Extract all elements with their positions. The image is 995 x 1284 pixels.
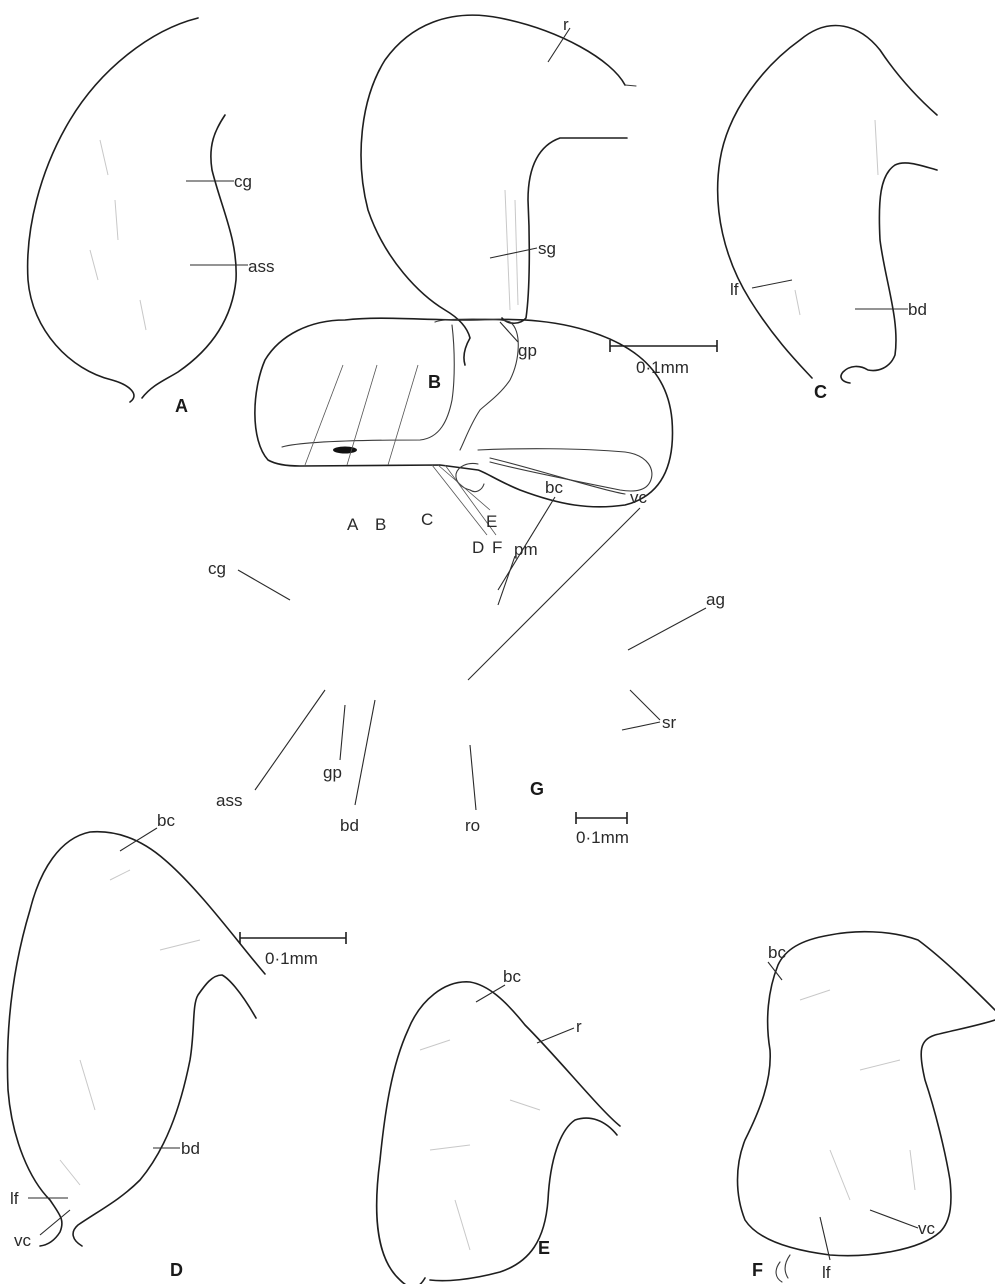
panel-f: bc vc lf F bbox=[738, 932, 995, 1282]
scale-label-middle: 0·1mm bbox=[576, 828, 629, 847]
label-g-vc: vc bbox=[630, 488, 648, 507]
label-g-ass: ass bbox=[216, 791, 242, 810]
panel-label-b: B bbox=[428, 372, 441, 392]
leader-b-gp bbox=[500, 322, 518, 342]
label-d-bd: bd bbox=[181, 1139, 200, 1158]
label-d-lf: lf bbox=[10, 1189, 19, 1208]
label-d-vc: vc bbox=[14, 1231, 32, 1250]
label-f-lf: lf bbox=[822, 1263, 831, 1282]
label-b-r: r bbox=[563, 15, 569, 34]
section-line-c bbox=[388, 365, 418, 465]
label-c-lf: lf bbox=[730, 280, 739, 299]
section-marker-e: E bbox=[486, 512, 497, 531]
scale-bar-middle: 0·1mm bbox=[576, 812, 629, 847]
panel-g-bursa bbox=[435, 319, 518, 450]
label-b-sg: sg bbox=[538, 239, 556, 258]
panel-label-a: A bbox=[175, 396, 188, 416]
label-g-ag: ag bbox=[706, 590, 725, 609]
label-e-bc: bc bbox=[503, 967, 521, 986]
panel-d: bc bd lf vc D bbox=[7, 811, 265, 1280]
panel-c-inner-edge bbox=[841, 163, 937, 383]
label-g-sr: sr bbox=[662, 713, 677, 732]
leader-f-vc bbox=[870, 1210, 918, 1228]
label-g-ro: ro bbox=[465, 816, 480, 835]
panel-label-f: F bbox=[752, 1260, 763, 1280]
panel-e: bc r E bbox=[377, 967, 620, 1284]
leader-g-pm bbox=[498, 556, 515, 605]
panel-g-seminal-receptacle bbox=[478, 449, 652, 491]
panel-g-genital-pore bbox=[333, 447, 357, 454]
panel-label-g: G bbox=[530, 779, 544, 799]
panel-c: lf bd C bbox=[718, 26, 937, 402]
leader-g-sr-1 bbox=[630, 690, 660, 720]
panel-f-outline bbox=[738, 932, 995, 1256]
section-marker-d: D bbox=[472, 538, 484, 557]
section-line-b bbox=[347, 365, 377, 465]
leader-f-bc bbox=[768, 962, 782, 980]
panel-e-inner-edge bbox=[430, 1118, 617, 1281]
label-g-bd: bd bbox=[340, 816, 359, 835]
label-g-cg: cg bbox=[208, 559, 226, 578]
panel-e-outline bbox=[377, 982, 620, 1284]
panel-b-outline bbox=[361, 15, 625, 365]
scale-bar-top: 0·1mm bbox=[610, 340, 717, 377]
panel-g-ro bbox=[456, 463, 484, 491]
panel-b: r sg gp B bbox=[361, 15, 636, 392]
label-a-cg: cg bbox=[234, 172, 252, 191]
label-c-bd: bd bbox=[908, 300, 927, 319]
label-g-gp: gp bbox=[323, 763, 342, 782]
panel-c-outline bbox=[718, 26, 937, 378]
label-g-pm: pm bbox=[514, 540, 538, 559]
panel-g: A B C D E F cg bc vc pm ag sr ass gp bd … bbox=[208, 318, 725, 835]
section-marker-c: C bbox=[421, 510, 433, 529]
scale-label-bottom: 0·1mm bbox=[265, 949, 318, 968]
label-a-ass: ass bbox=[248, 257, 274, 276]
panel-a-outline bbox=[28, 18, 198, 402]
panel-a: cg ass A bbox=[28, 18, 275, 416]
label-d-bc: bc bbox=[157, 811, 175, 830]
label-e-r: r bbox=[576, 1017, 582, 1036]
section-marker-b: B bbox=[375, 515, 386, 534]
leader-g-cg bbox=[238, 570, 290, 600]
panel-label-d: D bbox=[170, 1260, 183, 1280]
label-b-gp: gp bbox=[518, 341, 537, 360]
leader-g-sr-2 bbox=[622, 722, 660, 730]
leader-g-ro bbox=[470, 745, 476, 810]
panel-b-sperm-groove bbox=[502, 138, 627, 323]
section-marker-f: F bbox=[492, 538, 502, 557]
leader-g-gp bbox=[340, 705, 345, 760]
panel-d-inner-edge bbox=[73, 975, 256, 1246]
leader-e-r bbox=[537, 1028, 574, 1043]
leader-d-vc bbox=[40, 1210, 70, 1235]
panel-label-e: E bbox=[538, 1238, 550, 1258]
leader-g-ass bbox=[255, 690, 325, 790]
leader-d-bc bbox=[120, 828, 157, 851]
leader-g-vc bbox=[468, 508, 640, 680]
label-f-vc: vc bbox=[918, 1219, 936, 1238]
panel-label-c: C bbox=[814, 382, 827, 402]
leader-g-ag bbox=[628, 608, 706, 650]
leader-c-lf bbox=[752, 280, 792, 288]
label-f-bc: bc bbox=[768, 943, 786, 962]
label-g-bc: bc bbox=[545, 478, 563, 497]
section-marker-a: A bbox=[347, 515, 359, 534]
panel-a-inner-edge bbox=[142, 115, 236, 398]
leader-g-bd bbox=[355, 700, 375, 805]
